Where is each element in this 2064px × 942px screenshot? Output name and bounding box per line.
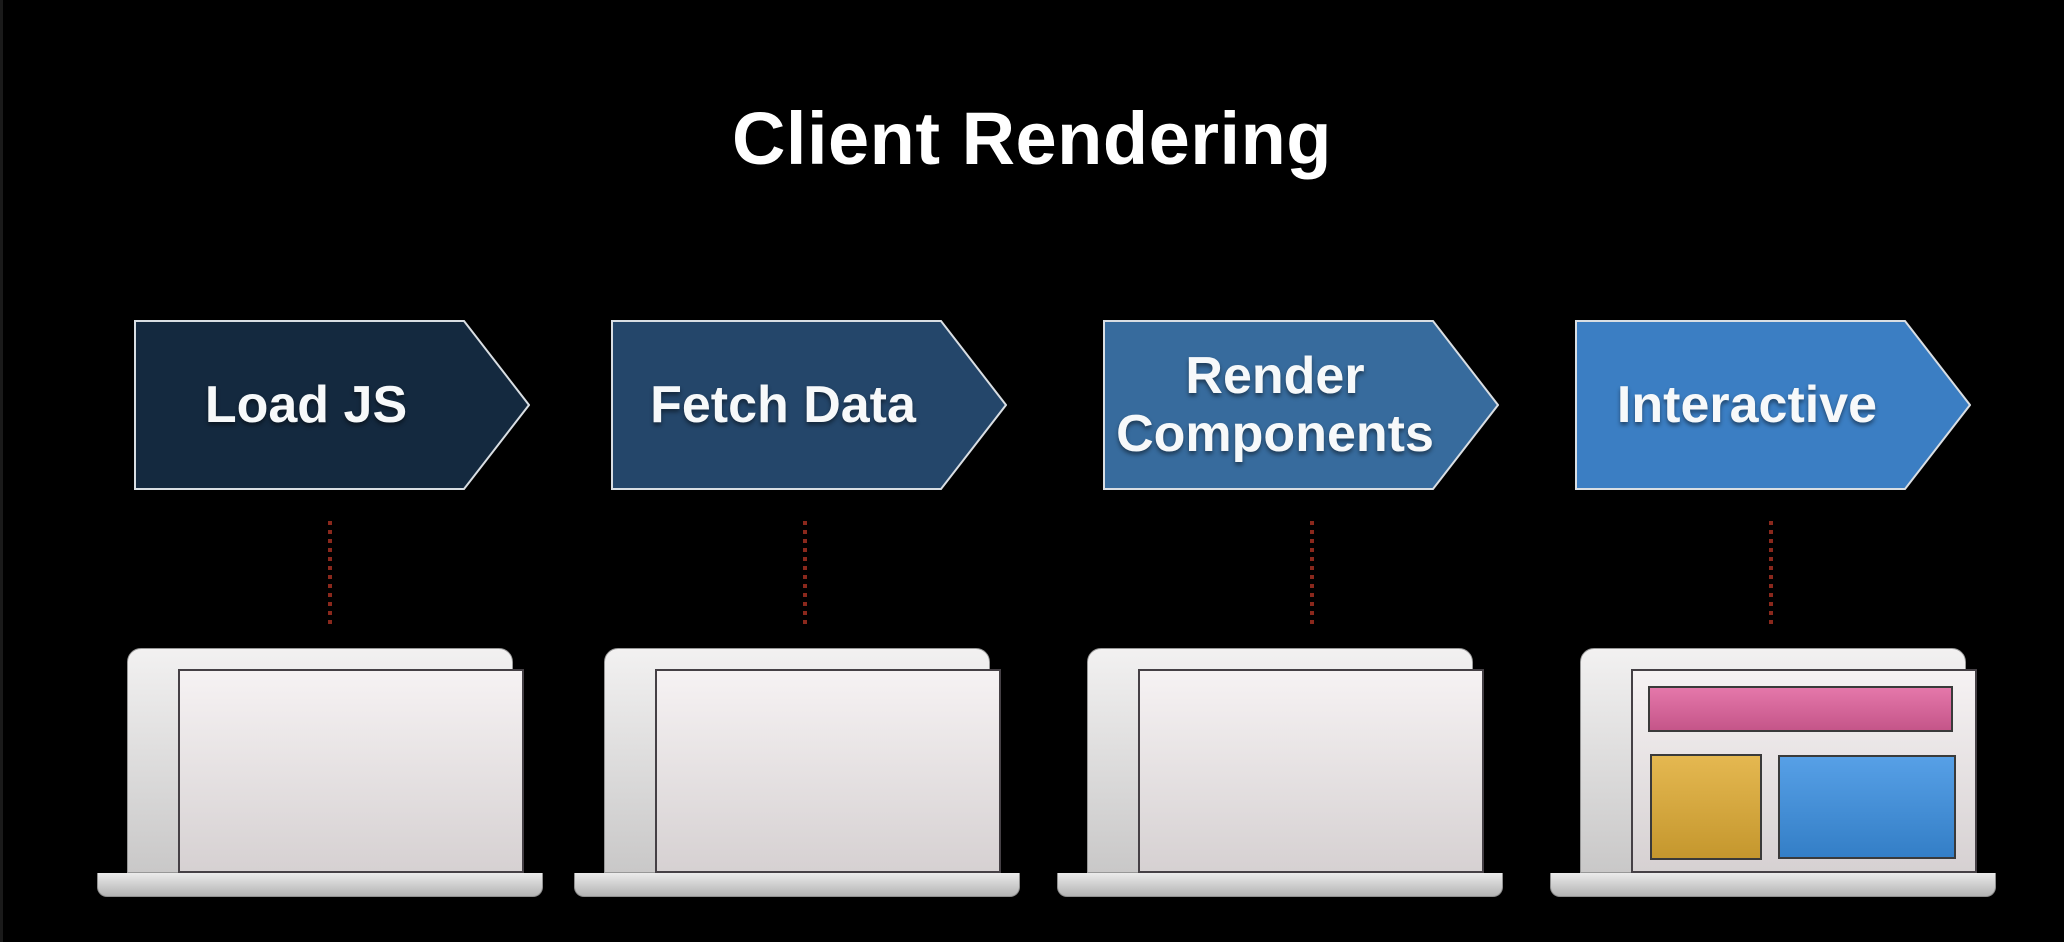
laptop-base [97, 873, 543, 897]
laptop-rendered [1550, 648, 1996, 897]
left-edge-strip [0, 0, 3, 942]
laptop-blank-1 [97, 648, 543, 897]
rendered-sidebar-block [1650, 754, 1762, 860]
laptop-screen-rendered [1631, 669, 1977, 873]
connector-dotted-line [1310, 521, 1314, 624]
right-arrow-shape-icon [1575, 320, 1971, 490]
right-arrow-shape-icon [134, 320, 530, 490]
rendered-header-block [1648, 686, 1953, 732]
right-arrow-shape-icon [611, 320, 1007, 490]
step-arrow-render-components: Render Components [1103, 320, 1499, 490]
step-label: Fetch Data [650, 375, 916, 434]
laptop-blank-2 [574, 648, 1020, 897]
laptop-base [1550, 873, 1996, 897]
connector-dotted-line [803, 521, 807, 624]
laptop-lid [1580, 648, 1977, 873]
page-title: Client Rendering [731, 96, 1333, 180]
connector-dotted-line [328, 521, 332, 624]
laptop-lid [127, 648, 524, 873]
step-arrow-load-js: Load JS [134, 320, 530, 490]
laptop-blank-3 [1057, 648, 1503, 897]
laptop-screen-blank [655, 669, 1001, 873]
step-label: Load JS [204, 375, 408, 434]
step-arrow-fetch-data: Fetch Data [611, 320, 1007, 490]
step-label: Interactive [1616, 375, 1878, 434]
laptop-base [574, 873, 1020, 897]
laptop-screen-blank [178, 669, 524, 873]
connector-dotted-line [1769, 521, 1773, 624]
step-label: Render Components [1116, 346, 1434, 463]
right-arrow-shape-icon [1103, 320, 1499, 490]
step-arrow-interactive: Interactive [1575, 320, 1971, 490]
laptop-lid [1087, 648, 1484, 873]
laptop-base [1057, 873, 1503, 897]
laptop-screen-blank [1138, 669, 1484, 873]
laptop-lid [604, 648, 1001, 873]
rendered-content-block [1778, 755, 1956, 859]
